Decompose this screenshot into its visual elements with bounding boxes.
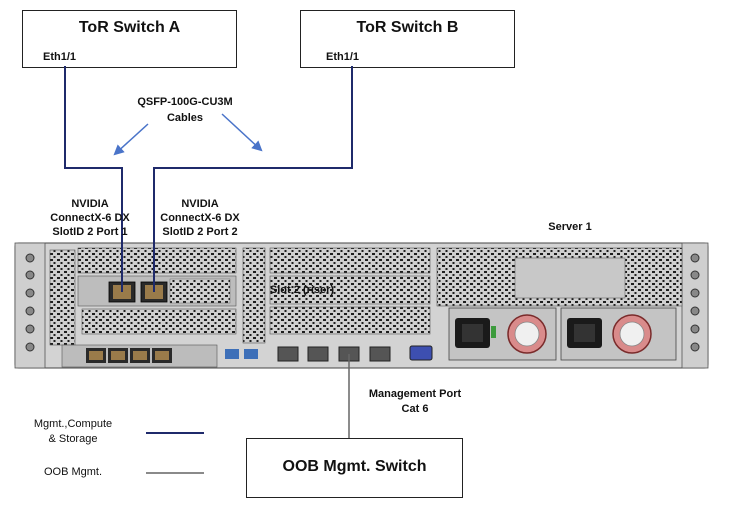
cable-arrow-left	[113, 123, 149, 156]
legend-label-oob: OOB Mgmt.	[43, 466, 103, 478]
tor-switch-a-port: Eth1/1	[43, 51, 77, 63]
mgmt-port-line2: Cat 6	[401, 403, 429, 415]
nic-port1-line3: SlotID 2 Port 1	[52, 226, 128, 238]
qsfp-label-line2: Cables	[166, 112, 204, 124]
psu-1	[448, 307, 557, 361]
cable-arrow-right	[221, 113, 263, 152]
mgmt-port-line1: Management Port	[368, 388, 462, 400]
tor-switch-a-title: ToR Switch A	[78, 19, 181, 36]
qsfp-label-line1: QSFP-100G-CU3M	[137, 96, 233, 108]
tor-switch-b-title: ToR Switch B	[356, 19, 459, 36]
psu-2	[560, 307, 677, 361]
tor-switch-b-port: Eth1/1	[326, 51, 360, 63]
nic-port2-line1: NVIDIA	[181, 198, 219, 210]
server-chassis	[14, 242, 709, 369]
nic-port1-line2: ConnectX-6 DX	[50, 212, 130, 224]
nic-port2-line3: SlotID 2 Port 2	[162, 226, 238, 238]
data-cable-b	[153, 66, 353, 292]
tor-switch-a: ToR Switch A Eth1/1	[22, 10, 237, 68]
legend-label-data-line1: Mgmt.,Compute	[33, 418, 113, 430]
nic-port1-line1: NVIDIA	[71, 198, 109, 210]
oob-mgmt-switch-title: OOB Mgmt. Switch	[282, 458, 427, 475]
data-cable-a	[64, 66, 123, 292]
slot-label: Slot 2 (riser)	[269, 284, 335, 296]
oob-mgmt-switch: OOB Mgmt. Switch	[246, 438, 463, 498]
server-label: Server 1	[548, 221, 592, 233]
tor-switch-b: ToR Switch B Eth1/1	[300, 10, 515, 68]
legend-label-data-line2: & Storage	[48, 433, 98, 445]
nic-port2-line2: ConnectX-6 DX	[160, 212, 240, 224]
